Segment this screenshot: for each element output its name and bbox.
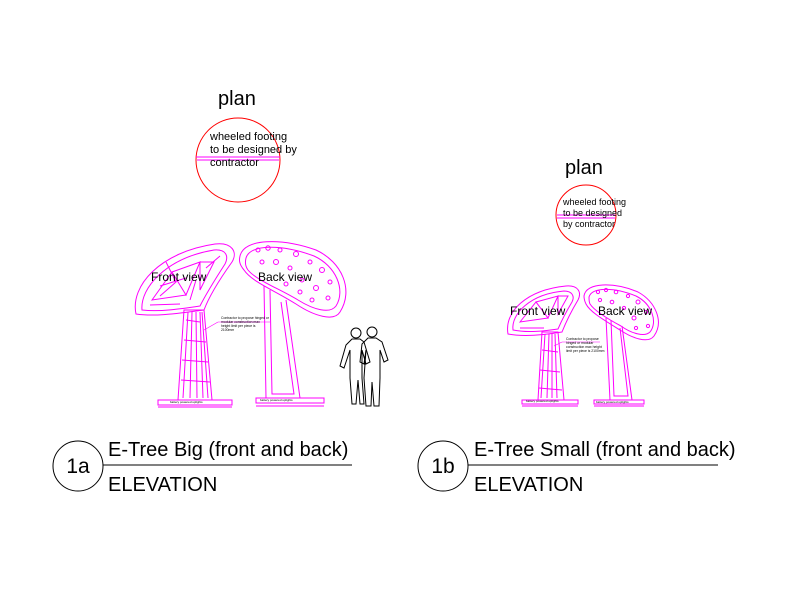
tree-small-front-view <box>507 285 580 407</box>
plan-label-big: plan <box>218 88 256 110</box>
plan-note-big: wheeled footing to be designed by contra… <box>210 131 297 169</box>
tree-big-front-view <box>134 243 235 408</box>
leader-lines-big <box>203 321 270 331</box>
drawing-number-1a: 1a <box>66 455 90 478</box>
drawing-number-1b: 1b <box>431 455 455 478</box>
drawing-title-1a: E-Tree Big (front and back) <box>108 439 349 461</box>
back-view-label-small: Back view <box>598 304 653 318</box>
drawing-subtitle-1b: ELEVATION <box>474 474 584 496</box>
back-view-label-big: Back view <box>258 270 313 284</box>
contractor-note-big: Contractor to propose hinged or modular … <box>221 316 269 332</box>
contractor-note-small: Contractor to propose hinged or modular … <box>566 337 605 353</box>
base-label-small-back: battery powered uplights <box>596 400 629 404</box>
title-bubble-1a <box>52 440 104 492</box>
base-label-small-front: battery powered uplights <box>526 399 559 403</box>
tree-small-back-view <box>583 284 659 407</box>
title-bubble-1b <box>417 440 469 492</box>
plan-label-small: plan <box>565 157 603 179</box>
tree-big-back-view <box>239 241 347 407</box>
front-view-label-small: Front view <box>510 304 566 318</box>
plan-footing-circle-small <box>555 184 617 246</box>
drawing-subtitle-1a: ELEVATION <box>108 474 218 496</box>
human-figure-scale <box>339 326 389 407</box>
leader-lines-small <box>553 341 600 347</box>
plan-note-small: wheeled footing to be designed by contra… <box>563 197 627 229</box>
base-label-big-back: battery powered uplights <box>260 398 293 402</box>
front-view-label-big: Front view <box>151 270 207 284</box>
base-label-big-front: battery powered uplights <box>170 400 203 404</box>
plan-footing-circle-big <box>195 117 281 203</box>
drawing-title-1b: E-Tree Small (front and back) <box>474 439 736 461</box>
